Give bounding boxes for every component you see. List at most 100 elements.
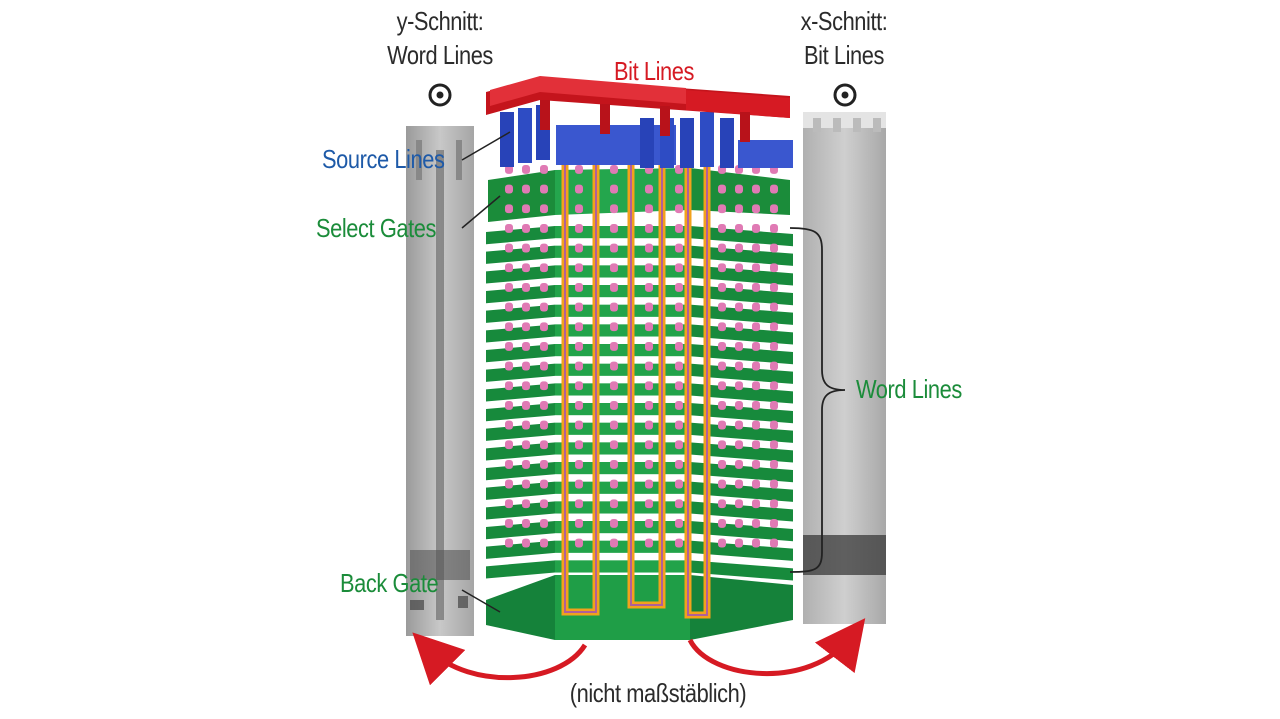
- channel-segment: [505, 165, 513, 174]
- channel-segment: [540, 401, 548, 410]
- channel-segment: [752, 381, 760, 391]
- channel-segment: [675, 499, 683, 509]
- channel-segment: [575, 499, 583, 509]
- channel-segment: [718, 361, 726, 371]
- channel-segment: [522, 184, 530, 194]
- word-line-layer: [486, 265, 793, 286]
- channel-segment: [735, 460, 743, 469]
- y-section-title: y-Schnitt:: [396, 6, 484, 36]
- channel-segment: [752, 243, 760, 253]
- channel-segment: [645, 420, 653, 430]
- channel-segment: [505, 538, 513, 548]
- channel-segment: [645, 460, 653, 469]
- channel-segment: [522, 420, 530, 430]
- channel-segment: [540, 302, 548, 312]
- channel-segment: [575, 165, 583, 174]
- channel-segment: [735, 479, 743, 489]
- channel-segment: [718, 204, 726, 214]
- y-axis-marker-icon: [428, 83, 452, 107]
- channel-segment: [540, 204, 548, 214]
- channel-segment: [505, 460, 513, 469]
- channel-segment: [735, 302, 743, 312]
- channel-segment: [735, 401, 743, 410]
- channel-segment: [645, 342, 653, 351]
- channel-segment: [575, 243, 583, 253]
- channel-segment: [718, 263, 726, 273]
- x-axis-marker-icon: [833, 83, 857, 107]
- word-line-layer: [486, 226, 793, 247]
- channel-segment: [770, 440, 778, 450]
- channel-segment: [718, 184, 726, 194]
- channel-segment: [522, 460, 530, 469]
- channel-segment: [575, 519, 583, 528]
- channel-segment: [735, 538, 743, 548]
- channel-segment: [610, 322, 618, 332]
- channel-segment: [675, 263, 683, 273]
- channel-segment: [610, 460, 618, 469]
- channel-segment: [522, 165, 530, 174]
- channel-segment: [735, 519, 743, 528]
- channel-segment: [522, 538, 530, 548]
- channel-segment: [522, 440, 530, 450]
- channel-segment: [610, 420, 618, 430]
- word-line-layer: [486, 344, 793, 365]
- channel-segment: [505, 224, 513, 233]
- channel-segment: [540, 381, 548, 391]
- channel-segment: [540, 322, 548, 332]
- channel-segment: [522, 479, 530, 489]
- x-section-title: x-Schnitt:: [800, 6, 888, 36]
- bit-lines: [486, 76, 790, 142]
- channel-segment: [610, 519, 618, 528]
- channel-segment: [505, 204, 513, 214]
- channel-segment: [645, 184, 653, 194]
- word-line-layer: [486, 245, 793, 266]
- word-line-layer: [486, 481, 793, 502]
- channel-segment: [735, 440, 743, 450]
- left-rotate-arrow-icon: [412, 632, 588, 686]
- leader-lines: [461, 131, 511, 613]
- channel-segment: [770, 283, 778, 292]
- channel-segment: [718, 243, 726, 253]
- channel-segment: [752, 538, 760, 548]
- channel-segment: [752, 519, 760, 528]
- channel-segment: [675, 342, 683, 351]
- channel-segment: [675, 479, 683, 489]
- channel-segment: [675, 322, 683, 332]
- channel-segment: [675, 361, 683, 371]
- channel-segment: [752, 302, 760, 312]
- channel-segment: [770, 243, 778, 253]
- channel-segment: [752, 460, 760, 469]
- channel-segment: [540, 283, 548, 292]
- channel-segment: [718, 302, 726, 312]
- channel-segment: [540, 361, 548, 371]
- channel-segment: [505, 361, 513, 371]
- channel-segment: [770, 401, 778, 410]
- channel-segment: [540, 519, 548, 528]
- channel-segment: [675, 420, 683, 430]
- channel-segment: [610, 538, 618, 548]
- channel-segment: [735, 361, 743, 371]
- word-line-layer: [486, 324, 793, 345]
- channel-segment: [718, 538, 726, 548]
- right-rotate-arrow-icon: [687, 618, 866, 677]
- channel-segment: [770, 479, 778, 489]
- word-line-layer: [486, 383, 793, 404]
- channel-segment: [770, 538, 778, 548]
- channel-segment: [735, 342, 743, 351]
- channel-segment: [610, 263, 618, 273]
- word-line-layer: [486, 501, 793, 522]
- channel-segment: [735, 283, 743, 292]
- channel-segment: [752, 479, 760, 489]
- channel-segment: [522, 401, 530, 410]
- channel-segment: [770, 460, 778, 469]
- word-line-layer: [486, 462, 793, 483]
- channel-segment: [505, 420, 513, 430]
- channel-segment: [610, 381, 618, 391]
- channel-segment: [522, 519, 530, 528]
- channel-segment: [575, 302, 583, 312]
- channel-segment: [505, 519, 513, 528]
- channel-segment: [540, 165, 548, 174]
- channel-segment: [770, 499, 778, 509]
- channel-segment: [770, 322, 778, 332]
- channel-segment: [505, 440, 513, 450]
